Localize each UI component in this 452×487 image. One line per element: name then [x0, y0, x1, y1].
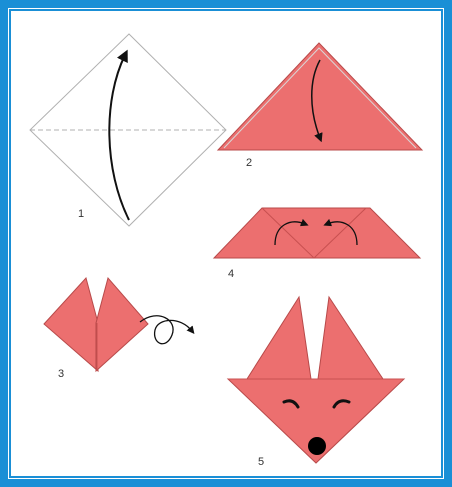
fox-left-ear — [246, 295, 312, 380]
step-number-5: 5 — [258, 456, 264, 468]
left-ear — [43, 276, 99, 373]
right-eye — [332, 399, 351, 409]
step-1: 1 — [29, 33, 227, 227]
step-4: 4 — [212, 207, 422, 280]
step-number-4: 4 — [228, 268, 234, 280]
step-number-2: 2 — [246, 157, 252, 169]
left-eye — [282, 399, 300, 409]
fox-nose — [308, 437, 326, 455]
turn-over-arrow — [139, 315, 195, 345]
trapezoid-paper — [212, 207, 422, 259]
triangle-paper — [216, 42, 424, 151]
fold-arrow-left — [274, 218, 309, 246]
right-ear — [95, 276, 149, 373]
step-number-1: 1 — [78, 208, 84, 220]
step-number-3: 3 — [58, 368, 64, 380]
fox-right-ear — [317, 295, 384, 380]
fold-down-arrow — [311, 59, 323, 143]
triangle-outline — [223, 47, 417, 149]
fold-arrow-right — [323, 218, 358, 246]
step-5: 5 — [226, 295, 406, 468]
step-2: 2 — [216, 42, 424, 169]
fold-arrow — [108, 49, 130, 221]
step-3: 3 — [43, 276, 195, 380]
